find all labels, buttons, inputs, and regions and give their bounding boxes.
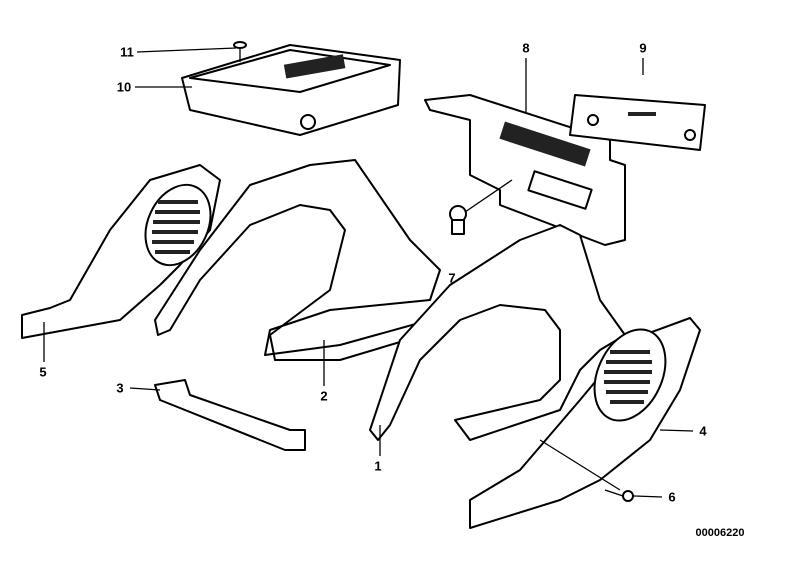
part-1-frame bbox=[369, 224, 626, 441]
leader-lines bbox=[43, 47, 694, 498]
part-9-plate bbox=[569, 94, 706, 151]
callout-5: 5 bbox=[39, 364, 47, 380]
part-10-tray bbox=[181, 44, 401, 136]
part-11-screw bbox=[233, 41, 247, 62]
callout-4: 4 bbox=[699, 423, 707, 439]
part-4-panel bbox=[469, 317, 701, 529]
part-7-clip bbox=[449, 205, 467, 235]
callout-1: 1 bbox=[374, 458, 382, 474]
callout-10: 10 bbox=[116, 79, 132, 95]
callout-7: 7 bbox=[448, 270, 456, 286]
callout-6: 6 bbox=[668, 489, 676, 505]
part-6-screw bbox=[604, 489, 634, 502]
part-5-panel bbox=[21, 164, 221, 339]
callout-8: 8 bbox=[522, 40, 530, 56]
callout-2: 2 bbox=[320, 388, 328, 404]
callout-11: 11 bbox=[120, 44, 134, 60]
diagram-code: 00006220 bbox=[695, 527, 745, 539]
callout-9: 9 bbox=[639, 40, 647, 56]
callout-3: 3 bbox=[116, 380, 124, 396]
part-3-bracket bbox=[154, 379, 306, 451]
